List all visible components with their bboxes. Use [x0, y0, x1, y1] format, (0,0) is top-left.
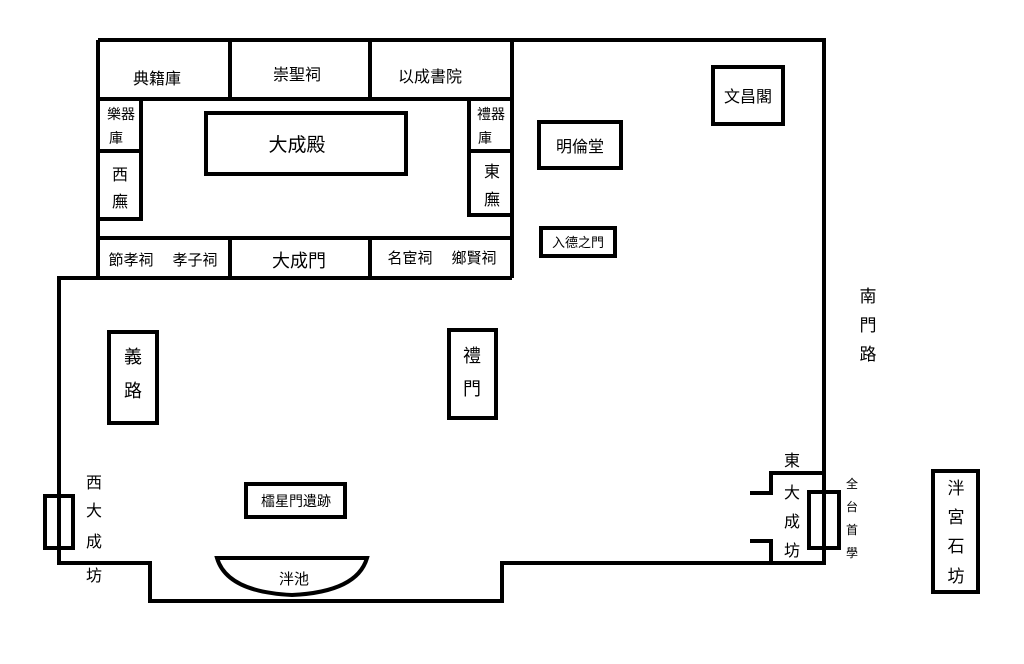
label-xiangxian-ci: 鄉賢祠 [451, 249, 496, 267]
label-dong-dacheng-fang-2: 大 [784, 483, 800, 502]
label-dacheng-men: 大成門 [272, 251, 326, 272]
label-xi-dacheng-fang-3: 成 [86, 532, 102, 551]
label-yi-lu-2: 路 [124, 381, 142, 402]
label-pangong-shifang-2: 宮 [948, 508, 965, 528]
label-nanmen-lu-2: 門 [860, 316, 877, 336]
label-dong-dacheng-fang-4: 坊 [784, 541, 800, 560]
label-pangong-shifang-4: 坊 [948, 567, 965, 587]
label-quantai-shouxue-4: 學 [846, 546, 858, 560]
label-minglun-tang: 明倫堂 [556, 137, 604, 156]
label-quantai-shouxue-2: 台 [846, 499, 858, 514]
label-yicheng-shuyuan: 以成書院 [398, 67, 462, 86]
label-li-men-1: 禮 [463, 346, 481, 367]
label-pangong-shifang-1: 泮 [948, 479, 965, 499]
wenchang-ge-box [711, 65, 785, 126]
label-xi-dacheng-fang-2: 大 [86, 501, 102, 520]
label-liqi-ku-1: 禮器 [477, 107, 505, 123]
label-quantai-shouxue-3: 首 [846, 523, 858, 537]
label-liqi-ku-2: 庫 [478, 130, 492, 147]
label-quantai-shouxue-1: 全 [846, 476, 858, 491]
plan-labels: 典籍庫 崇聖祠 以成書院 樂器 庫 禮器 庫 大成殿 西 廡 東 廡 節孝祠 孝… [86, 65, 965, 588]
label-xi-dacheng-fang-4: 坊 [86, 566, 102, 585]
label-xi-wu-1: 西 [112, 165, 128, 184]
label-li-men-2: 門 [463, 379, 481, 400]
yi-lu-box [107, 330, 159, 425]
plan-lines [43, 38, 980, 603]
label-dong-wu-2: 廡 [484, 190, 500, 209]
label-nanmen-lu-3: 路 [860, 345, 877, 365]
label-xi-wu-2: 廡 [112, 192, 128, 211]
label-chongsheng-ci: 崇聖祠 [273, 65, 321, 84]
pangong-shifang-box [931, 469, 980, 594]
lingxing-men-box [244, 482, 347, 519]
east-gate-box [807, 490, 841, 550]
west-gate-box [43, 494, 75, 550]
label-minghuan-ci: 名宦祠 [387, 249, 432, 267]
label-xi-dacheng-fang-1: 西 [86, 473, 102, 492]
dacheng-dian-box [204, 111, 408, 176]
label-yueqi-ku-2: 庫 [109, 130, 123, 147]
label-yueqi-ku-1: 樂器 [107, 106, 135, 123]
outer-boundary [57, 38, 826, 603]
label-wenchang-ge: 文昌閣 [724, 87, 772, 106]
label-yi-lu-1: 義 [124, 347, 142, 368]
label-nanmen-lu-1: 南 [860, 287, 877, 307]
label-xiaozi-ci: 孝子祠 [172, 251, 217, 269]
label-dianji-ku: 典籍庫 [133, 69, 181, 88]
label-lingxing-men: 櫺星門遺跡 [261, 494, 331, 510]
label-rude-zhimen: 入德之門 [552, 236, 604, 251]
minglun-tang-box [537, 120, 623, 170]
label-dong-wu-1: 東 [484, 162, 500, 181]
label-dong-dacheng-fang-1: 東 [784, 451, 800, 470]
pan-chi-pond [214, 556, 370, 598]
li-men-box [447, 328, 498, 420]
label-jiexiao-ci: 節孝祠 [108, 251, 153, 269]
rude-zhimen-box [539, 226, 617, 258]
label-dacheng-dian: 大成殿 [268, 134, 325, 156]
label-dong-dacheng-fang-3: 成 [784, 512, 800, 531]
label-pangong-shifang-3: 石 [948, 537, 965, 557]
label-pan-chi: 泮池 [279, 570, 309, 588]
